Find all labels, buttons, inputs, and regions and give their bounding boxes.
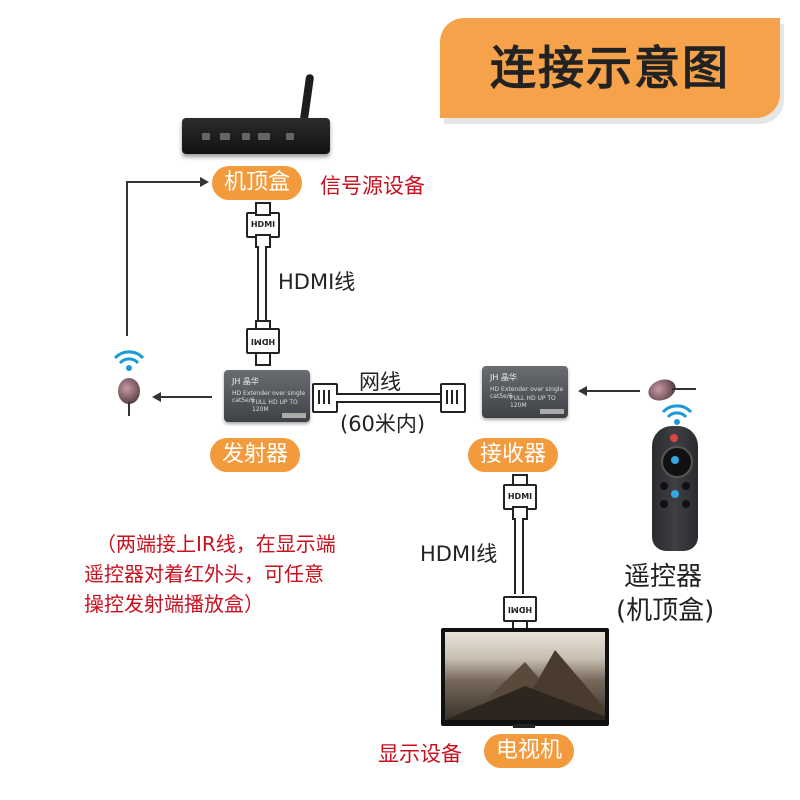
receiver-icon: JH 晶华 HD Extender over single cat5e/6 FU… [482,366,568,418]
hdmi-neck [255,352,271,366]
hdmi-cable-bottom [514,518,524,594]
arrow-left-icon [578,386,587,396]
ir-feedback-line [126,181,128,336]
remote-sublabel: (机顶盒) [616,596,715,626]
set-top-box-icon [182,118,330,154]
remote-control-icon [652,426,698,551]
antenna-icon [299,73,315,123]
display-description: 显示设备 [378,742,462,766]
source-pill: 机顶盒 [212,166,303,200]
note-line-2: 遥控器对着红外头，可任意 [84,562,324,586]
source-description: 信号源设备 [320,174,425,198]
page-title: 连接示意图 [490,41,730,95]
network-cable-distance: (60米内) [340,412,426,436]
hdmi-cable-bottom-label: HDMI线 [420,542,498,566]
ir-feedback-line [126,181,202,183]
hdmi-plug-top-lower: HDMI [246,328,280,354]
ir-cable [128,402,130,416]
arrow-left-icon [152,392,161,402]
tv-icon [441,628,609,726]
receiver-pill: 接收器 [468,438,559,472]
rj45-connector-left [312,383,338,413]
wifi-signal-icon [661,404,693,425]
transmitter-icon: JH 晶华 HD Extender over single cat5e/6 FU… [224,370,310,422]
hdmi-plug-bottom: HDMI [503,484,537,510]
network-cable [336,393,440,403]
hdmi-plug-bottom-lower: HDMI [503,596,537,622]
note-line-1: （两端接上IR线，在显示端 [96,532,336,556]
rj45-connector-right [440,383,466,413]
arrow-right-icon [200,177,209,187]
hdmi-cable-top [257,246,267,322]
remote-label: 遥控器 [624,562,703,592]
arrow-line [586,390,640,392]
network-cable-label: 网线 [359,370,401,394]
hdmi-cable-top-label: HDMI线 [278,270,356,294]
hdmi-neck [255,202,271,216]
ir-receiver-icon [118,378,140,404]
wifi-signal-icon [113,350,145,371]
tv-stand [513,724,535,728]
ir-cable [672,388,696,390]
transmitter-pill: 发射器 [210,438,301,472]
display-pill: 电视机 [484,734,575,768]
note-line-3: 操控发射端播放盒） [84,592,264,616]
title-banner: 连接示意图 [440,18,780,118]
arrow-line [160,396,212,398]
